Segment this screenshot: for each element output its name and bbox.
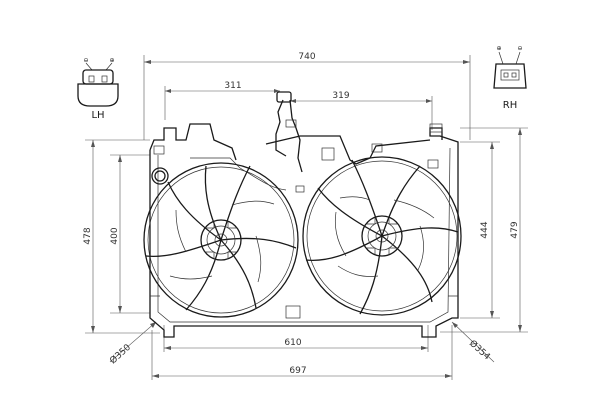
dimension-fan-spacing: 610 (163, 325, 429, 352)
dimension-height-left: 478 (83, 139, 160, 334)
wiring-harness (190, 91, 305, 193)
dimension-height-inner-right: 444 (460, 141, 500, 319)
dimension-right-offset: 319 (290, 91, 433, 130)
dimension-697-label: 697 (289, 366, 306, 376)
right-fan-ring (302, 156, 462, 316)
left-fan-ring (143, 162, 299, 318)
left-fan-diameter-leader: Ø350 (108, 321, 157, 366)
harness-connector (276, 91, 292, 103)
control-module (321, 147, 335, 161)
dimension-311-label: 311 (224, 81, 241, 91)
rh-pin-plus: ⊕ (496, 45, 501, 52)
right-fan-diameter-leader: Ø354 (451, 321, 495, 363)
dimension-height-right: 479 (440, 127, 528, 333)
right-fan (302, 156, 462, 316)
dimension-400-label: 400 (110, 227, 120, 244)
dimension-610-label: 610 (284, 338, 301, 348)
lh-pin-minus: ⊖ (83, 57, 88, 64)
dimension-740-label: 740 (298, 52, 315, 62)
left-fan (143, 162, 299, 318)
dimension-479-label: 479 (510, 221, 520, 238)
right-fan-blades (305, 159, 459, 315)
right-fan-hub (361, 215, 403, 257)
rh-connector: ⊕ ⊖ RH (493, 45, 527, 111)
lh-pin-plus: ⊕ (109, 57, 114, 64)
dimension-overall-width: 740 (143, 52, 471, 140)
mounting-hole-left (154, 170, 166, 182)
dimension-left-offset: 311 (164, 81, 280, 120)
left-fan-hub (200, 219, 242, 261)
left-fan-blades (145, 165, 297, 311)
rh-label: RH (503, 100, 517, 111)
dimension-319-label: 319 (332, 91, 349, 101)
dimension-444-label: 444 (480, 221, 490, 238)
dimension-height-inner-left: 400 (110, 154, 150, 314)
lh-label: LH (91, 110, 104, 121)
shroud-frame (149, 123, 459, 338)
dimension-bottom-width: 697 (151, 325, 453, 380)
rh-pin-minus: ⊖ (517, 45, 522, 52)
right-fan-diameter-label: Ø354 (467, 338, 493, 363)
lh-connector: ⊖ ⊕ LH (77, 57, 119, 121)
dimension-478-label: 478 (83, 227, 93, 244)
